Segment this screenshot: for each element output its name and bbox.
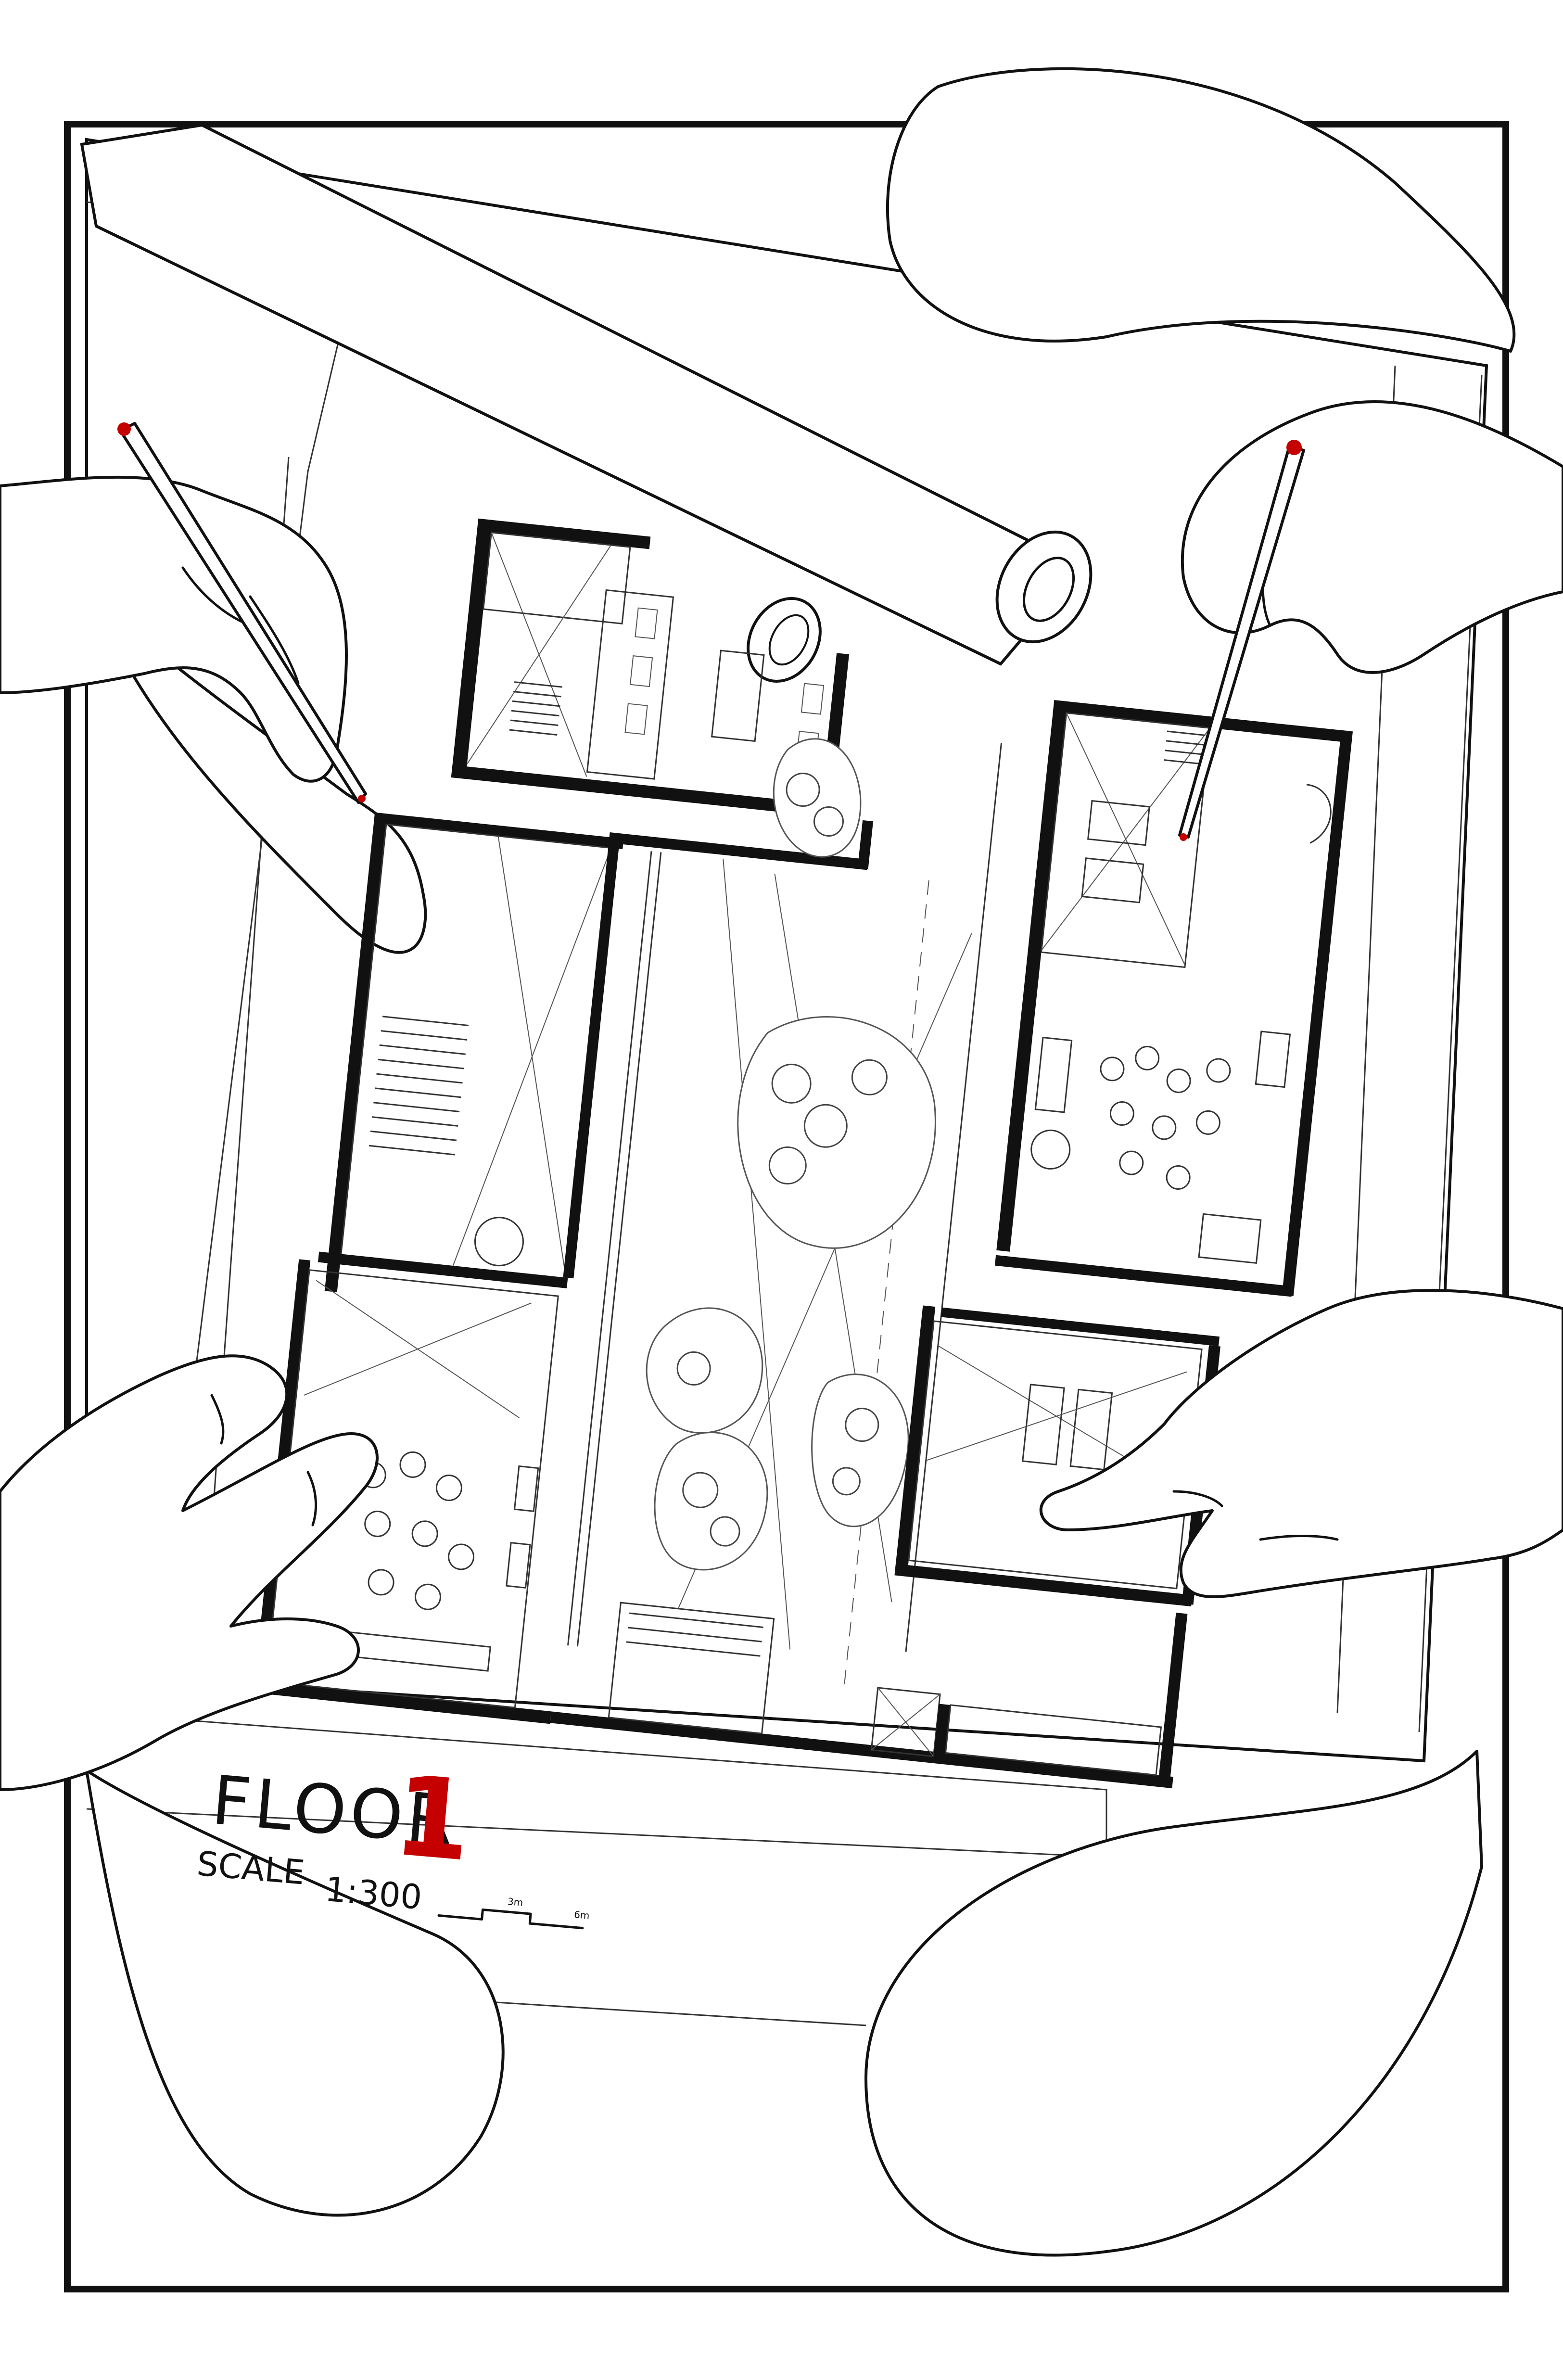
scale-bar: 3m 6m	[437, 1896, 590, 1930]
block-west	[318, 812, 624, 1293]
rolled-drawing	[80, 123, 1093, 683]
floor-title: FLOOR 1 SCALE 1:300 3m 6m	[195, 1752, 590, 1930]
speech-bubble-bottom-left	[85, 1769, 505, 2217]
lounge-furniture	[343, 1451, 539, 1672]
scale-label: SCALE	[195, 1844, 306, 1892]
speech-bubble-bottom-right	[864, 1750, 1483, 2257]
pencil-icon	[117, 422, 131, 436]
cafe-furniture	[1030, 784, 1332, 1264]
courtyard	[567, 738, 1003, 1694]
scale-value: 1:300	[323, 1870, 423, 1917]
speech-bubble-left	[95, 600, 427, 954]
floor-number: 1	[389, 1752, 477, 1886]
scale-bar-mark-3m: 3m	[507, 1896, 523, 1909]
pencil-icon	[1286, 440, 1302, 455]
stair	[509, 681, 562, 736]
block-south	[550, 1602, 1188, 1789]
hand-bottom-left	[0, 1354, 379, 1791]
pencil-top-right	[1178, 440, 1305, 841]
frame-border	[64, 121, 1509, 2292]
block-top-left	[451, 518, 850, 817]
speech-bubble-top	[886, 67, 1516, 353]
hand-right	[1039, 1289, 1563, 1598]
scale-bar-mark-6m: 6m	[573, 1909, 590, 1922]
pencil-top-left	[117, 422, 367, 804]
block-east	[994, 700, 1353, 1297]
